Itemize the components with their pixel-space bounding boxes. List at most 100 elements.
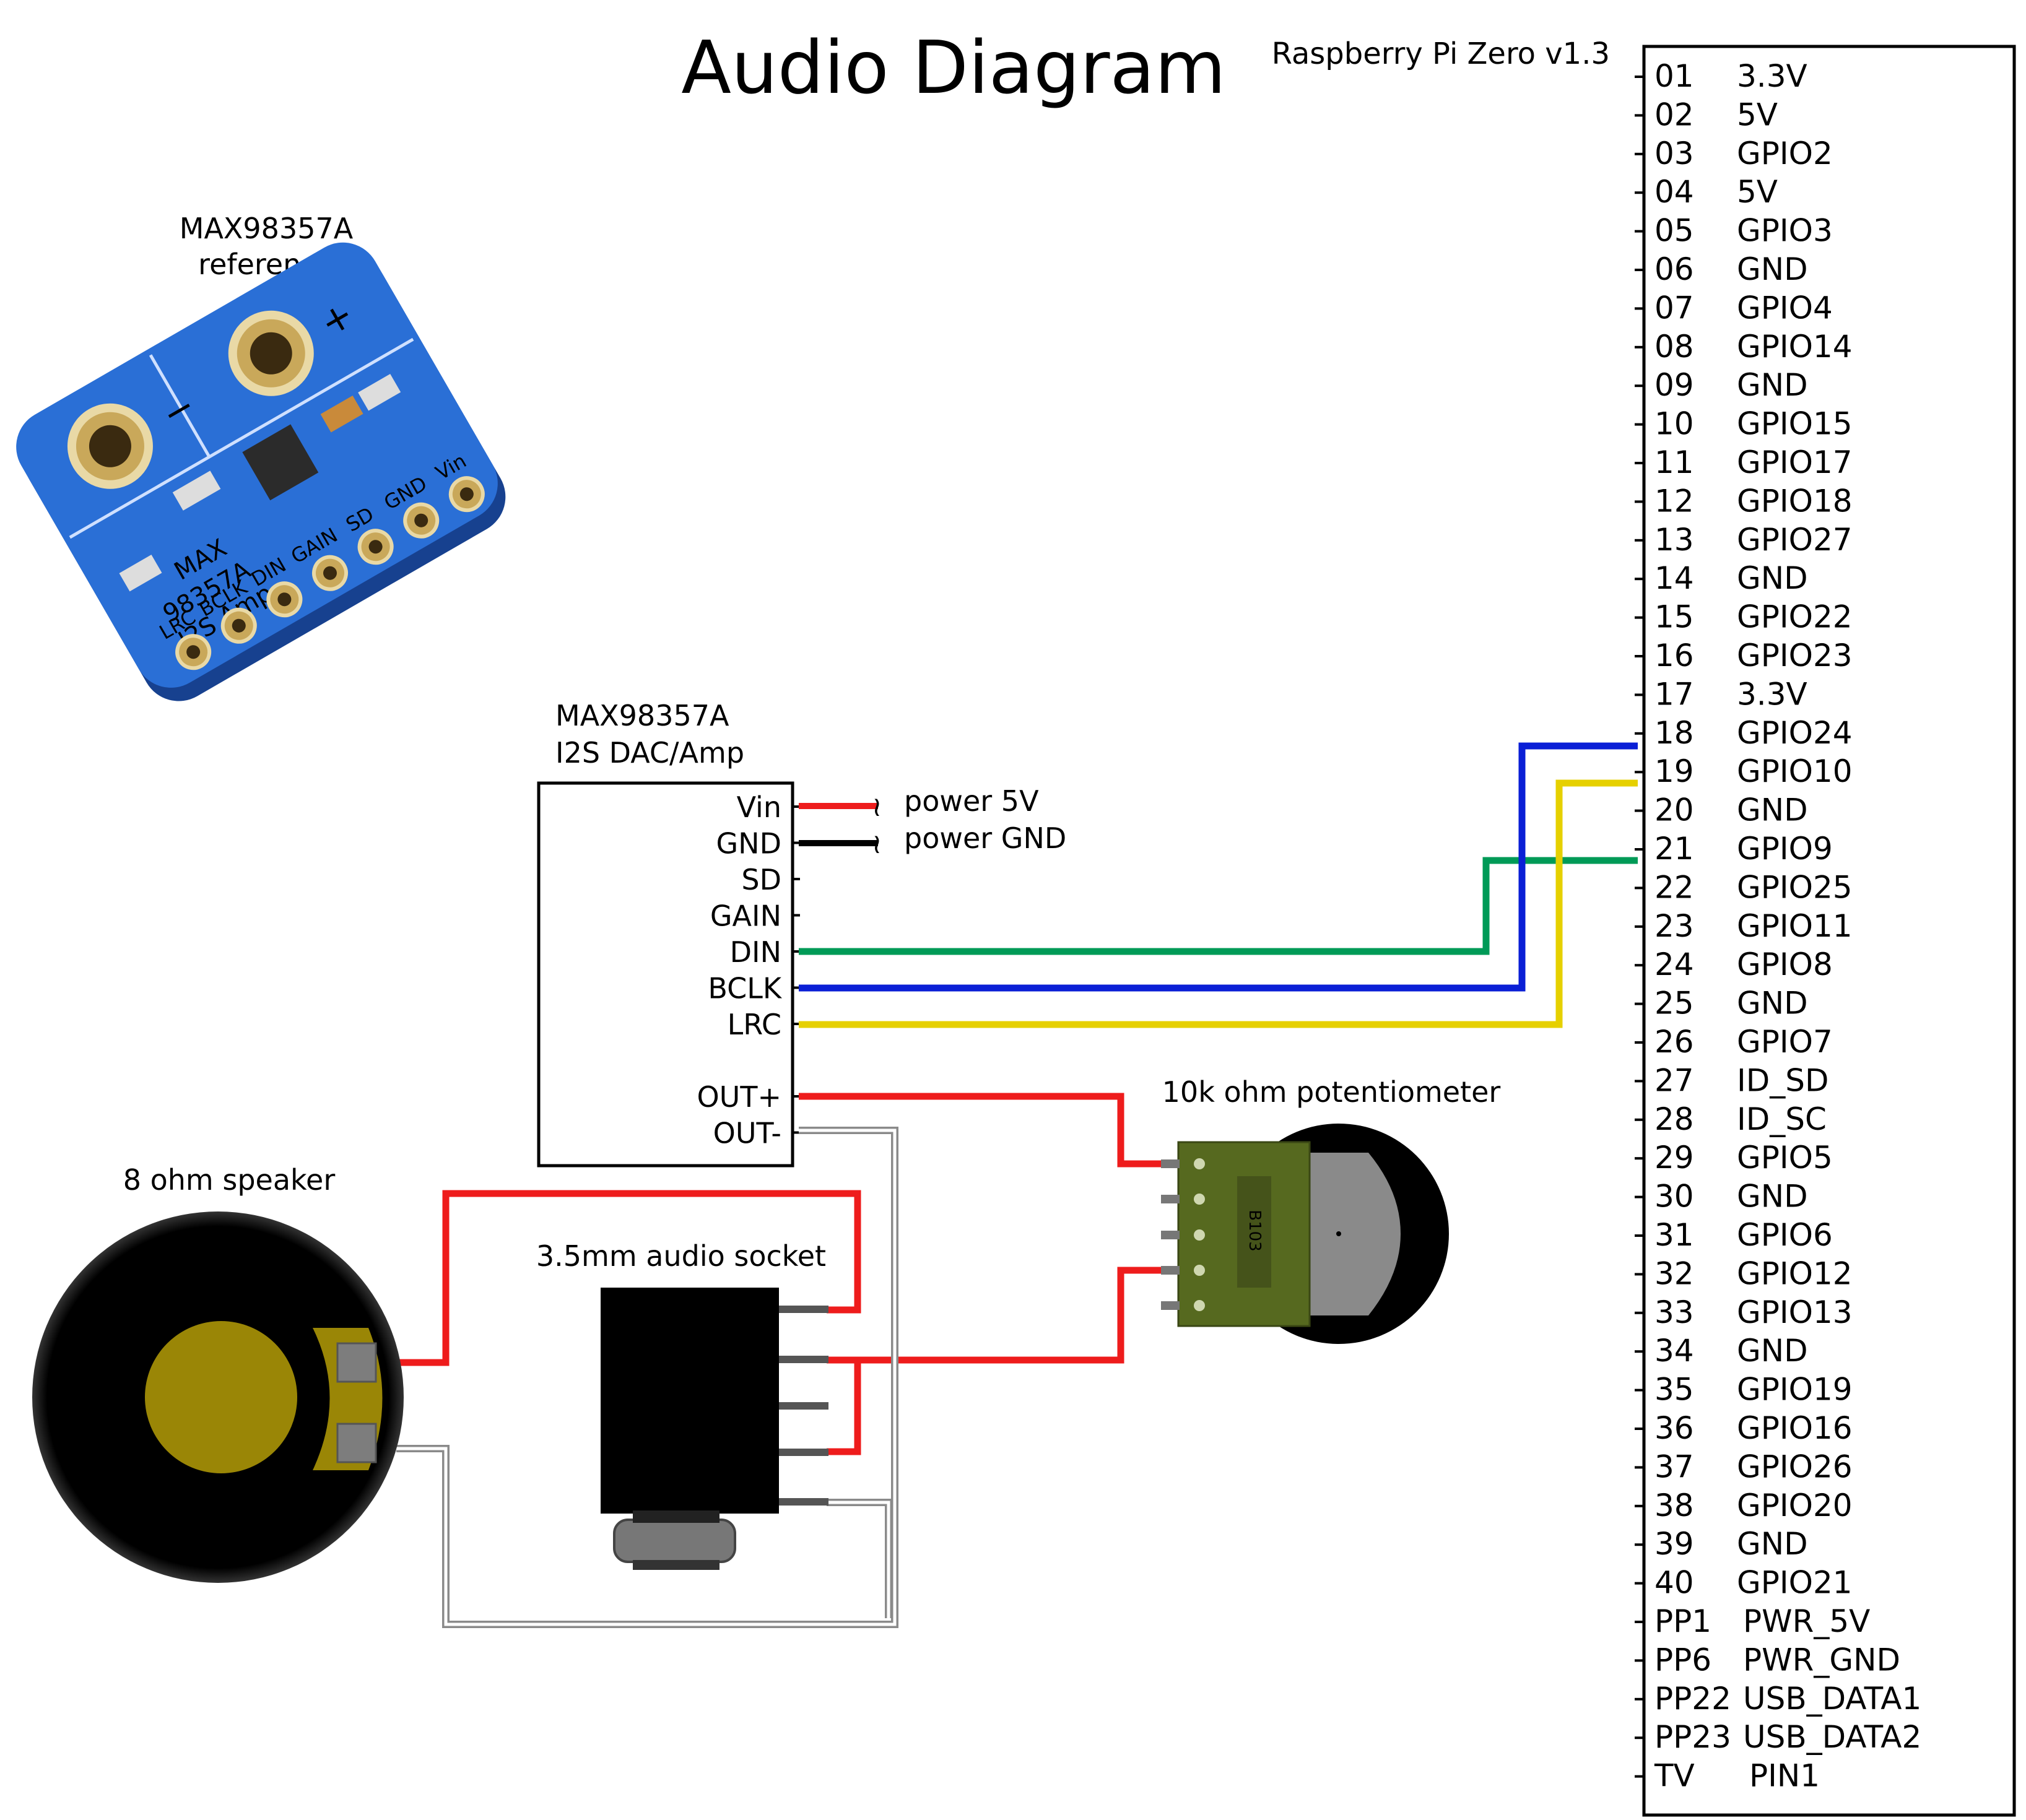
wire-outminus-ground: [396, 1129, 897, 1626]
speaker-cone: [145, 1321, 297, 1473]
pi-pin-number: 35: [1654, 1372, 1694, 1408]
pi-pin-number: PP1: [1654, 1603, 1711, 1639]
pi-pin-number: 04: [1654, 174, 1694, 210]
reference-smd-part: [172, 470, 221, 511]
amp-label-line2: I2S DAC/Amp: [555, 736, 744, 769]
pi-pin-name: GND: [1737, 986, 1808, 1021]
reference-terminal-hole: [89, 425, 131, 467]
amp-box: [537, 781, 794, 1168]
speaker-terminal: [336, 1342, 377, 1383]
pi-pin-number: 34: [1654, 1333, 1694, 1369]
amp-pin-label: DIN: [730, 935, 781, 969]
pi-pin-name: PWR_GND: [1743, 1642, 1900, 1678]
pi-pin-number: 38: [1654, 1488, 1694, 1523]
pi-pin-name: GND: [1737, 367, 1808, 403]
amp-label-line1: MAX98357A: [555, 699, 729, 732]
pi-pin-name: GND: [1737, 1526, 1808, 1562]
pi-pin-name: 5V: [1737, 97, 1778, 132]
pi-pin-number: TV: [1654, 1758, 1695, 1794]
pi-pin-number: 23: [1654, 908, 1694, 944]
pi-pin-name: GPIO17: [1737, 444, 1853, 480]
pi-pin-number: 31: [1654, 1217, 1694, 1253]
reference-pin-hole-center: [323, 566, 337, 580]
socket-barrel: [613, 1519, 736, 1563]
pi-pin-name: GPIO27: [1737, 522, 1853, 558]
pi-pin-name: GND: [1737, 251, 1808, 287]
pi-pin-number: 20: [1654, 792, 1694, 828]
pi-pin-number: 24: [1654, 947, 1694, 982]
pot-pins: [1161, 1158, 1205, 1311]
pot-pin: [1161, 1195, 1180, 1203]
diagram-title: Audio Diagram: [681, 25, 1226, 110]
reference-board: + − MAX 98357A I2S Amp VinGNDSDGAINDINBC…: [16, 242, 506, 701]
reference-pin-hole-center: [414, 513, 428, 527]
pi-pin-number: 03: [1654, 136, 1694, 171]
socket-barrel-base: [633, 1510, 720, 1523]
pot-pin: [1161, 1159, 1180, 1168]
pi-pin-name: GPIO8: [1737, 947, 1833, 982]
pi-pin-name: GPIO10: [1737, 753, 1853, 789]
pi-pin-number: 08: [1654, 329, 1694, 365]
pi-pin-name: GPIO25: [1737, 869, 1853, 905]
pi-pin-number: 36: [1654, 1410, 1694, 1446]
pi-pin-name: GPIO20: [1737, 1488, 1853, 1523]
pi-pin-name: PIN1: [1749, 1758, 1820, 1794]
pi-pin-name: GPIO9: [1737, 831, 1833, 867]
pi-pin-name: GPIO3: [1737, 213, 1833, 249]
break-symbol: ≀: [872, 828, 882, 860]
reference-board-divider: [69, 337, 414, 539]
pi-pin-name: USB_DATA2: [1743, 1719, 1921, 1755]
pi-pin-number: 27: [1654, 1062, 1694, 1098]
pi-pin-name: ID_SC: [1737, 1101, 1827, 1137]
reference-board-divider: [149, 354, 211, 458]
pi-pin-number: 39: [1654, 1526, 1694, 1562]
pi-pin-name: GND: [1737, 1333, 1808, 1369]
reference-terminal-hole: [250, 332, 292, 375]
pi-pin-number: 09: [1654, 367, 1694, 403]
socket-pin: [779, 1356, 828, 1363]
pi-pin-number: 13: [1654, 522, 1694, 558]
reference-pin-hole-center: [368, 540, 383, 554]
speaker-label: 8 ohm speaker: [123, 1163, 336, 1197]
pot-marking-plate: [1237, 1176, 1271, 1288]
wire-socket-ground: [827, 1501, 890, 1618]
wire-din-to-gpio9: [799, 857, 1638, 955]
pot-pin: [1161, 1266, 1180, 1275]
wire-pot-to-socket: [827, 1267, 1180, 1364]
pi-pin-number: 30: [1654, 1179, 1694, 1215]
pi-pin-name: GPIO23: [1737, 638, 1853, 674]
pi-pin-name: GPIO12: [1737, 1255, 1853, 1291]
reference-pin-hole-center: [186, 645, 201, 659]
reference-pin-hole-center: [459, 487, 474, 501]
pi-pin-name: GPIO14: [1737, 329, 1853, 365]
pot-label: 10k ohm potentiometer: [1162, 1075, 1501, 1109]
reference-label-line1: MAX98357A: [180, 212, 354, 245]
amp-pin-label: OUT+: [697, 1080, 781, 1114]
pi-pin-number: 25: [1654, 986, 1694, 1021]
pi-label: Raspberry Pi Zero v1.3: [1272, 37, 1610, 71]
pi-pin-number: 15: [1654, 599, 1694, 635]
pi-pin-number: 07: [1654, 290, 1694, 326]
amp-pin-label: GAIN: [710, 899, 781, 933]
pi-pin-name: GPIO24: [1737, 715, 1853, 751]
wire-socket-ground: [827, 1499, 892, 1618]
pi-pin-name: GPIO21: [1737, 1565, 1853, 1601]
pi-pin-number: 01: [1654, 58, 1694, 94]
socket-pin: [779, 1449, 828, 1456]
pi-pin-name: ID_SD: [1737, 1062, 1829, 1098]
pi-pin-name: GPIO13: [1737, 1294, 1853, 1330]
pot-pin-dot: [1194, 1158, 1205, 1169]
pi-pin-name: GPIO18: [1737, 483, 1853, 519]
wire-bclk-to-gpio24: [799, 742, 1638, 992]
pi-pin-name: GPIO4: [1737, 290, 1833, 326]
amp-pin-label: Vin: [737, 791, 781, 824]
pi-pin-number: PP23: [1654, 1719, 1731, 1755]
reference-smd-part: [119, 554, 162, 592]
pi-pin-number: 05: [1654, 213, 1694, 249]
pi-pin-number: 18: [1654, 715, 1694, 751]
wire-socket-to-speaker: [396, 1190, 861, 1366]
socket-pin: [779, 1306, 828, 1313]
pi-pin-name: GPIO11: [1737, 908, 1853, 944]
